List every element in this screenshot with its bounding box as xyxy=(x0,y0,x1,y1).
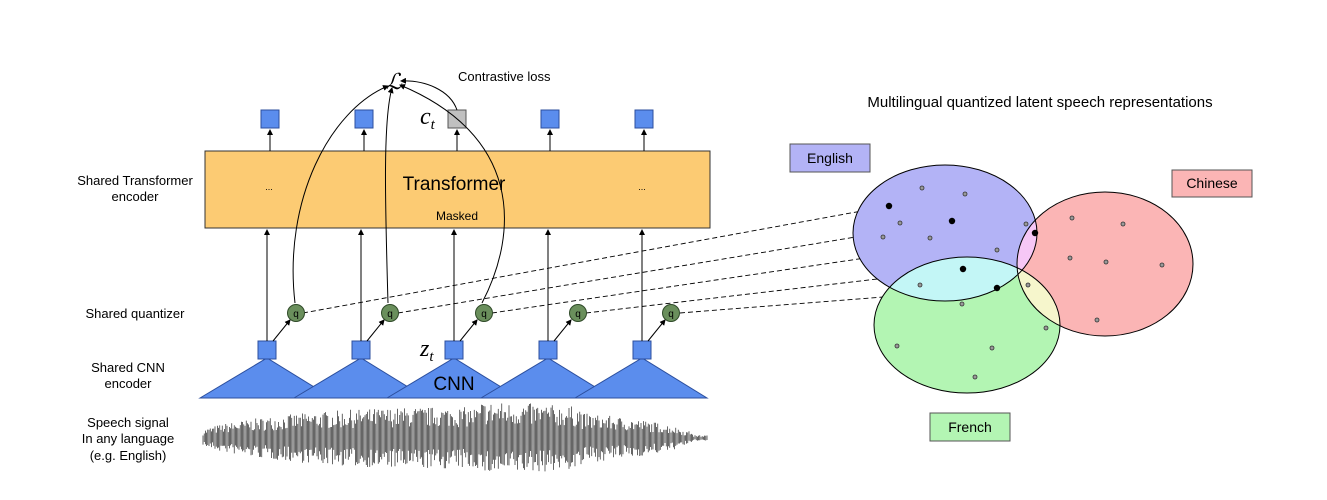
transformer-masked-label: Masked xyxy=(436,209,478,223)
latent-to-q-arrow-5 xyxy=(647,319,666,342)
codebook-point xyxy=(1043,325,1049,331)
cnn-triangle-5 xyxy=(573,357,709,399)
french-label-box xyxy=(929,412,1011,442)
codebook-point xyxy=(897,220,903,226)
q1-to-loss-curve xyxy=(292,85,389,304)
latent-to-q-arrow-2 xyxy=(366,319,385,342)
ct-to-loss-curve xyxy=(400,77,458,111)
quantizer-glyph-4: q xyxy=(575,309,581,320)
latent-space xyxy=(852,164,1194,394)
codebook-point xyxy=(927,235,933,241)
selected-codebook-point xyxy=(948,217,956,225)
cnn-encoder xyxy=(198,357,709,399)
cnn-title: CNN xyxy=(433,374,474,395)
transformer-ellipsis-left: ... xyxy=(265,182,273,192)
latent-to-q-arrow-4 xyxy=(553,319,572,342)
quantizer-3 xyxy=(475,304,493,322)
quantizer-glyph-2: q xyxy=(387,309,393,320)
french-label: French xyxy=(948,419,992,435)
english-label: English xyxy=(807,150,853,166)
context-box-1 xyxy=(260,109,280,129)
shared-quantizer: q q q q q xyxy=(287,304,680,322)
shared-transformer-label-line1: Shared Transformer xyxy=(77,173,193,188)
codebook-point xyxy=(919,185,925,191)
codebook-point xyxy=(994,247,1000,253)
french-outline xyxy=(873,256,1061,394)
speech-signal-label-line3: (e.g. English) xyxy=(90,448,167,463)
quantizer-glyph-1: q xyxy=(293,309,299,320)
codebook-point xyxy=(894,343,900,349)
selected-codebook-point xyxy=(1031,229,1039,237)
latent-symbol: zt xyxy=(419,336,434,365)
latent-to-q-arrow-1 xyxy=(272,319,291,342)
chinese-label: Chinese xyxy=(1186,175,1238,191)
shared-transformer-label-line2: encoder xyxy=(112,189,160,204)
codebook-point xyxy=(959,301,965,307)
chinese-label-box xyxy=(1171,169,1253,198)
cnn-triangle-4 xyxy=(479,357,615,399)
codebook-point xyxy=(1120,221,1126,227)
transformer-title: Transformer xyxy=(403,174,506,195)
codebook-point xyxy=(880,234,886,240)
codebook-point xyxy=(1069,215,1075,221)
shared-cnn-label-line2: encoder xyxy=(105,376,153,391)
latent-box-1 xyxy=(257,340,277,360)
codebook-point xyxy=(1067,255,1073,261)
codebook-point xyxy=(917,282,923,288)
q3-to-loss-curve xyxy=(399,84,505,304)
context-box-5 xyxy=(634,109,654,129)
cnn-triangle-1 xyxy=(198,357,334,399)
quantizer-5 xyxy=(662,304,680,322)
context-symbol: ct xyxy=(420,104,436,133)
context-box-2 xyxy=(354,109,374,129)
latent-to-q-arrow-3 xyxy=(459,319,478,342)
loss-symbol: ℒ xyxy=(386,69,403,94)
latent-box-3 xyxy=(444,340,464,360)
selected-codebook-point xyxy=(959,265,967,273)
speech-signal-label-line1: Speech signal xyxy=(87,415,169,430)
cnn-triangle-3 xyxy=(385,357,521,399)
latent-box-5 xyxy=(632,340,652,360)
quantizer-2 xyxy=(381,304,399,322)
multilingual-title: Multilingual quantized latent speech rep… xyxy=(867,94,1212,111)
english-label-box xyxy=(789,143,871,173)
q2-to-loss-curve xyxy=(384,87,394,304)
codebook-point xyxy=(1159,262,1165,268)
latent-box-2 xyxy=(351,340,371,360)
transformer-ellipsis-right: ... xyxy=(638,182,646,192)
q1-to-space-dashed xyxy=(302,205,890,314)
quantizer-glyph-3: q xyxy=(481,309,487,320)
cnn-triangle-2 xyxy=(292,357,428,399)
context-box-4 xyxy=(540,109,560,129)
latent-box-4 xyxy=(538,340,558,360)
speech-waveform xyxy=(202,403,708,472)
quantizer-4 xyxy=(569,304,587,322)
codebook-point xyxy=(962,191,968,197)
shared-quantizer-label: Shared quantizer xyxy=(85,306,185,321)
speech-signal-label-line2: In any language xyxy=(82,431,175,446)
codebook-point xyxy=(972,374,978,380)
contrastive-loss-label: Contrastive loss xyxy=(458,69,551,84)
codebook-point xyxy=(1103,259,1109,265)
selected-codebook-point xyxy=(993,284,1001,292)
codebook-point xyxy=(1023,221,1029,227)
quantizer-glyph-5: q xyxy=(668,309,674,320)
selected-codebook-point xyxy=(885,202,893,210)
codebook-point xyxy=(989,345,995,351)
transformer-block xyxy=(204,150,711,229)
quantizer-1 xyxy=(287,304,305,322)
codebook-point xyxy=(1094,317,1100,323)
shared-cnn-label-line1: Shared CNN xyxy=(91,360,165,375)
chinese-outline xyxy=(1016,191,1194,337)
codebook-point xyxy=(1025,282,1031,288)
